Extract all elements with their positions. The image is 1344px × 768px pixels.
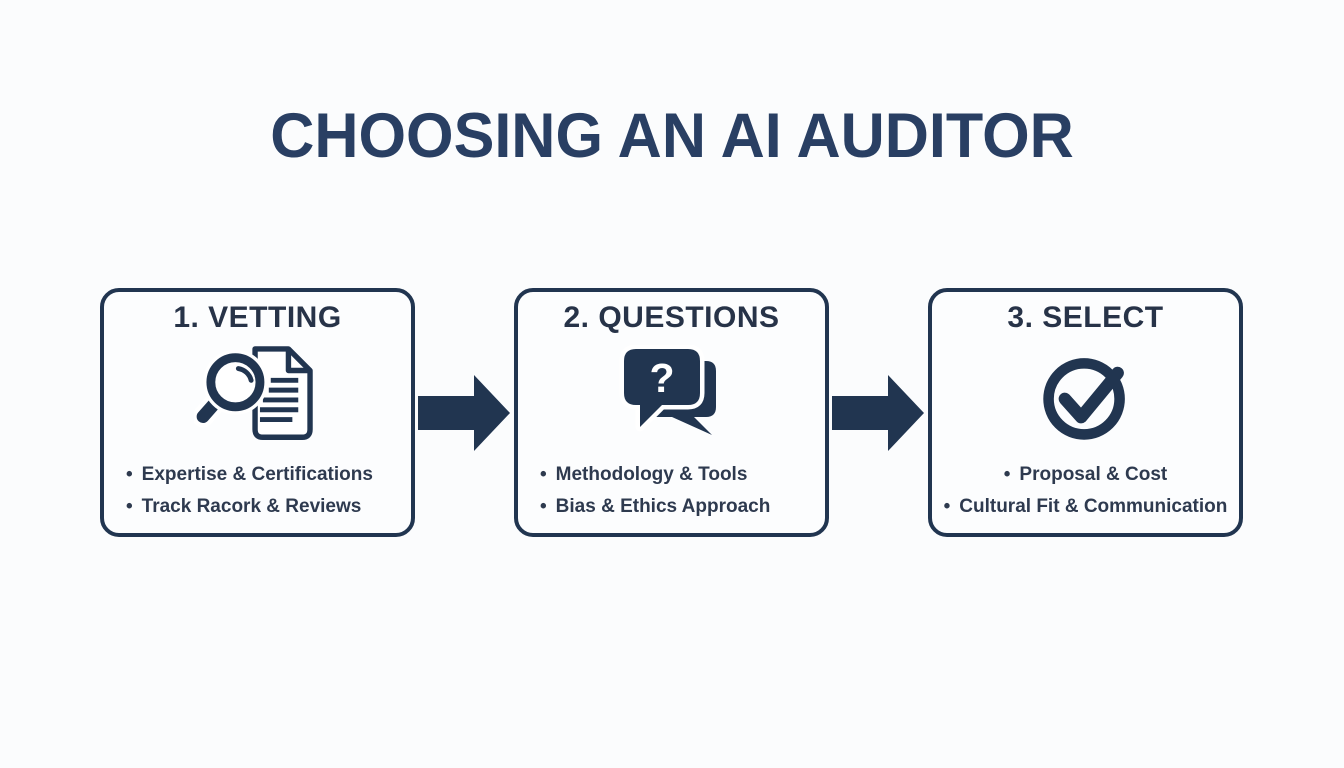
arrow-right-icon: [417, 374, 510, 451]
process-flow: 1. VETTING •Expertise: [100, 288, 1243, 537]
bullet-marker: •: [540, 464, 547, 485]
step-card-questions: 2. QUESTIONS ? • Methodology & Tools • Bia…: [514, 288, 829, 537]
step-icon-zone: [932, 335, 1239, 459]
bullet-marker: •: [943, 496, 951, 517]
step-heading: 3. SELECT: [1007, 301, 1164, 334]
flow-connector: [415, 288, 514, 537]
bullet-marker: •: [1003, 464, 1011, 485]
step-card-select: 3. SELECT • Proposal & Cost • Cultural Fit…: [928, 288, 1243, 537]
bullet-text: Expertise & Certifications: [141, 464, 373, 485]
flow-connector: [829, 288, 928, 537]
infographic-title: CHOOSING AN AI AUDITOR: [270, 101, 1074, 171]
bullet-text: Methodology & Tools: [555, 464, 748, 485]
bullet-item: • Proposal & Cost: [932, 459, 1239, 491]
arrow-right-icon: [831, 374, 924, 451]
question-chat-icon: ?: [619, 344, 716, 435]
bullet-marker: •: [540, 496, 547, 517]
step-card-vetting: 1. VETTING •Expertise: [100, 288, 415, 537]
step-bullet-list: • Proposal & Cost • Cultural Fit & Communi…: [932, 459, 1239, 523]
step-bullet-list: • Methodology & Tools • Bias & Ethics Appr…: [518, 459, 825, 523]
step-icon-zone: [104, 335, 411, 459]
step-heading: 2. QUESTIONS: [563, 301, 780, 334]
step-bullet-list: • Expertise & Certifications • Track Racor…: [104, 459, 411, 523]
bullet-text: Track Racork & Reviews: [141, 496, 362, 517]
bullet-item: • Methodology & Tools: [540, 459, 825, 491]
bullet-text: Bias & Ethics Approach: [555, 496, 771, 517]
bullet-item: • Cultural Fit & Communication: [932, 491, 1239, 523]
bullet-item: • Expertise & Certifications: [126, 459, 411, 491]
bullet-text: Cultural Fit & Communication: [959, 496, 1228, 517]
bullet-item: • Track Racork & Reviews: [126, 491, 411, 523]
step-heading: 1. VETTING: [173, 301, 342, 334]
question-mark-glyph: ?: [649, 355, 674, 401]
step-icon-zone: ?: [518, 335, 825, 459]
magnifier-document-icon: [193, 346, 313, 440]
bullet-text: Proposal & Cost: [1019, 464, 1168, 485]
bullet-marker: •: [126, 496, 133, 517]
bullet-item: • Bias & Ethics Approach: [540, 491, 825, 523]
bullet-marker: •: [126, 464, 133, 485]
check-circle-icon: [1042, 358, 1125, 440]
